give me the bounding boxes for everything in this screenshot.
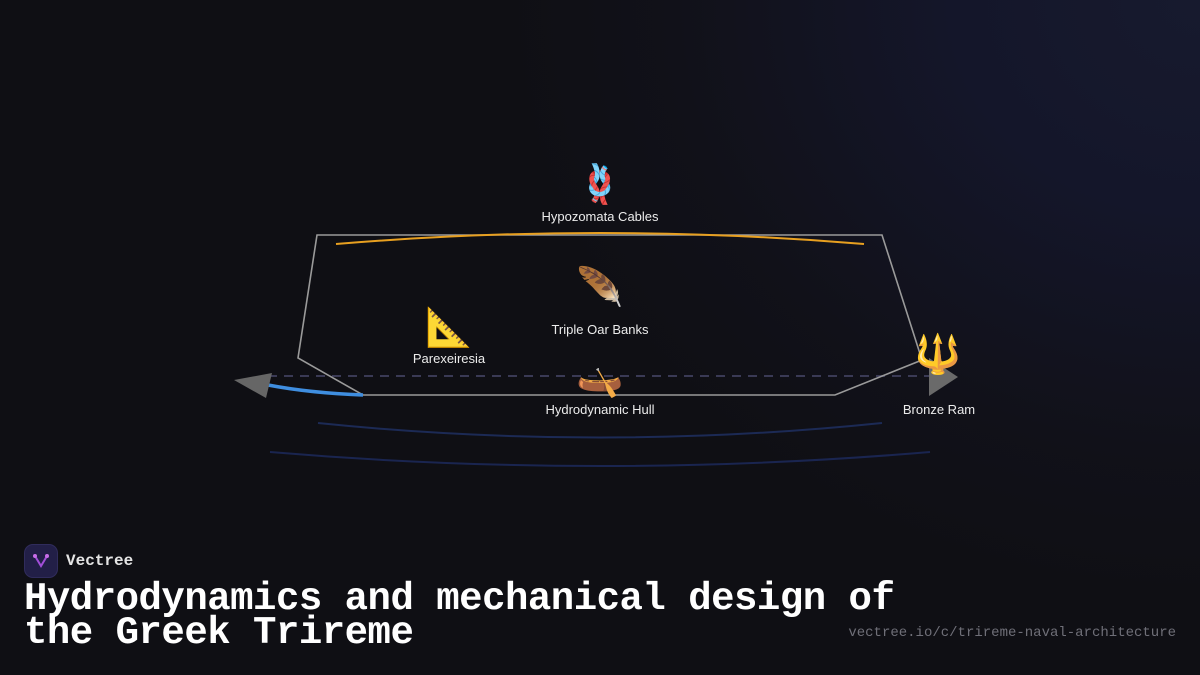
ram-triangle-icon bbox=[929, 358, 958, 396]
feather-icon: 🪶 bbox=[576, 264, 623, 309]
canoe-icon: 🛶 bbox=[576, 357, 623, 399]
hypozomata-cable bbox=[335, 232, 865, 245]
node-label: Bronze Ram bbox=[903, 402, 975, 417]
trident-icon: 🔱 bbox=[914, 332, 961, 376]
node-label: Hypozomata Cables bbox=[541, 209, 659, 224]
triangular-ruler-icon: 📐 bbox=[425, 305, 472, 349]
vectree-logo-icon bbox=[24, 544, 58, 578]
node-parexeiresia[interactable]: 📐 Parexeiresia bbox=[413, 305, 486, 366]
wave-line-lower bbox=[269, 451, 931, 467]
wake-trail bbox=[267, 383, 364, 397]
node-label: Triple Oar Banks bbox=[551, 322, 649, 337]
node-label: Hydrodynamic Hull bbox=[545, 402, 654, 417]
node-hydrodynamic-hull[interactable]: 🛶 Hydrodynamic Hull bbox=[545, 357, 654, 417]
stern-arrow-icon bbox=[234, 373, 272, 398]
node-triple-oar-banks[interactable]: 🪶 Triple Oar Banks bbox=[551, 264, 649, 337]
node-label: Parexeiresia bbox=[413, 351, 486, 366]
brand-name: Vectree bbox=[66, 552, 134, 570]
node-bronze-ram[interactable]: 🔱 Bronze Ram bbox=[903, 332, 975, 417]
brand: Vectree bbox=[24, 544, 133, 578]
page-title: Hydrodynamics and mechanical design of t… bbox=[24, 577, 895, 655]
source-url[interactable]: vectree.io/c/trireme-naval-architecture bbox=[848, 625, 1176, 641]
wave-line-upper bbox=[317, 422, 883, 439]
knot-icon: 🪢 bbox=[576, 162, 623, 206]
node-hypozomata[interactable]: 🪢 Hypozomata Cables bbox=[541, 162, 659, 224]
hull-outline bbox=[297, 234, 923, 396]
